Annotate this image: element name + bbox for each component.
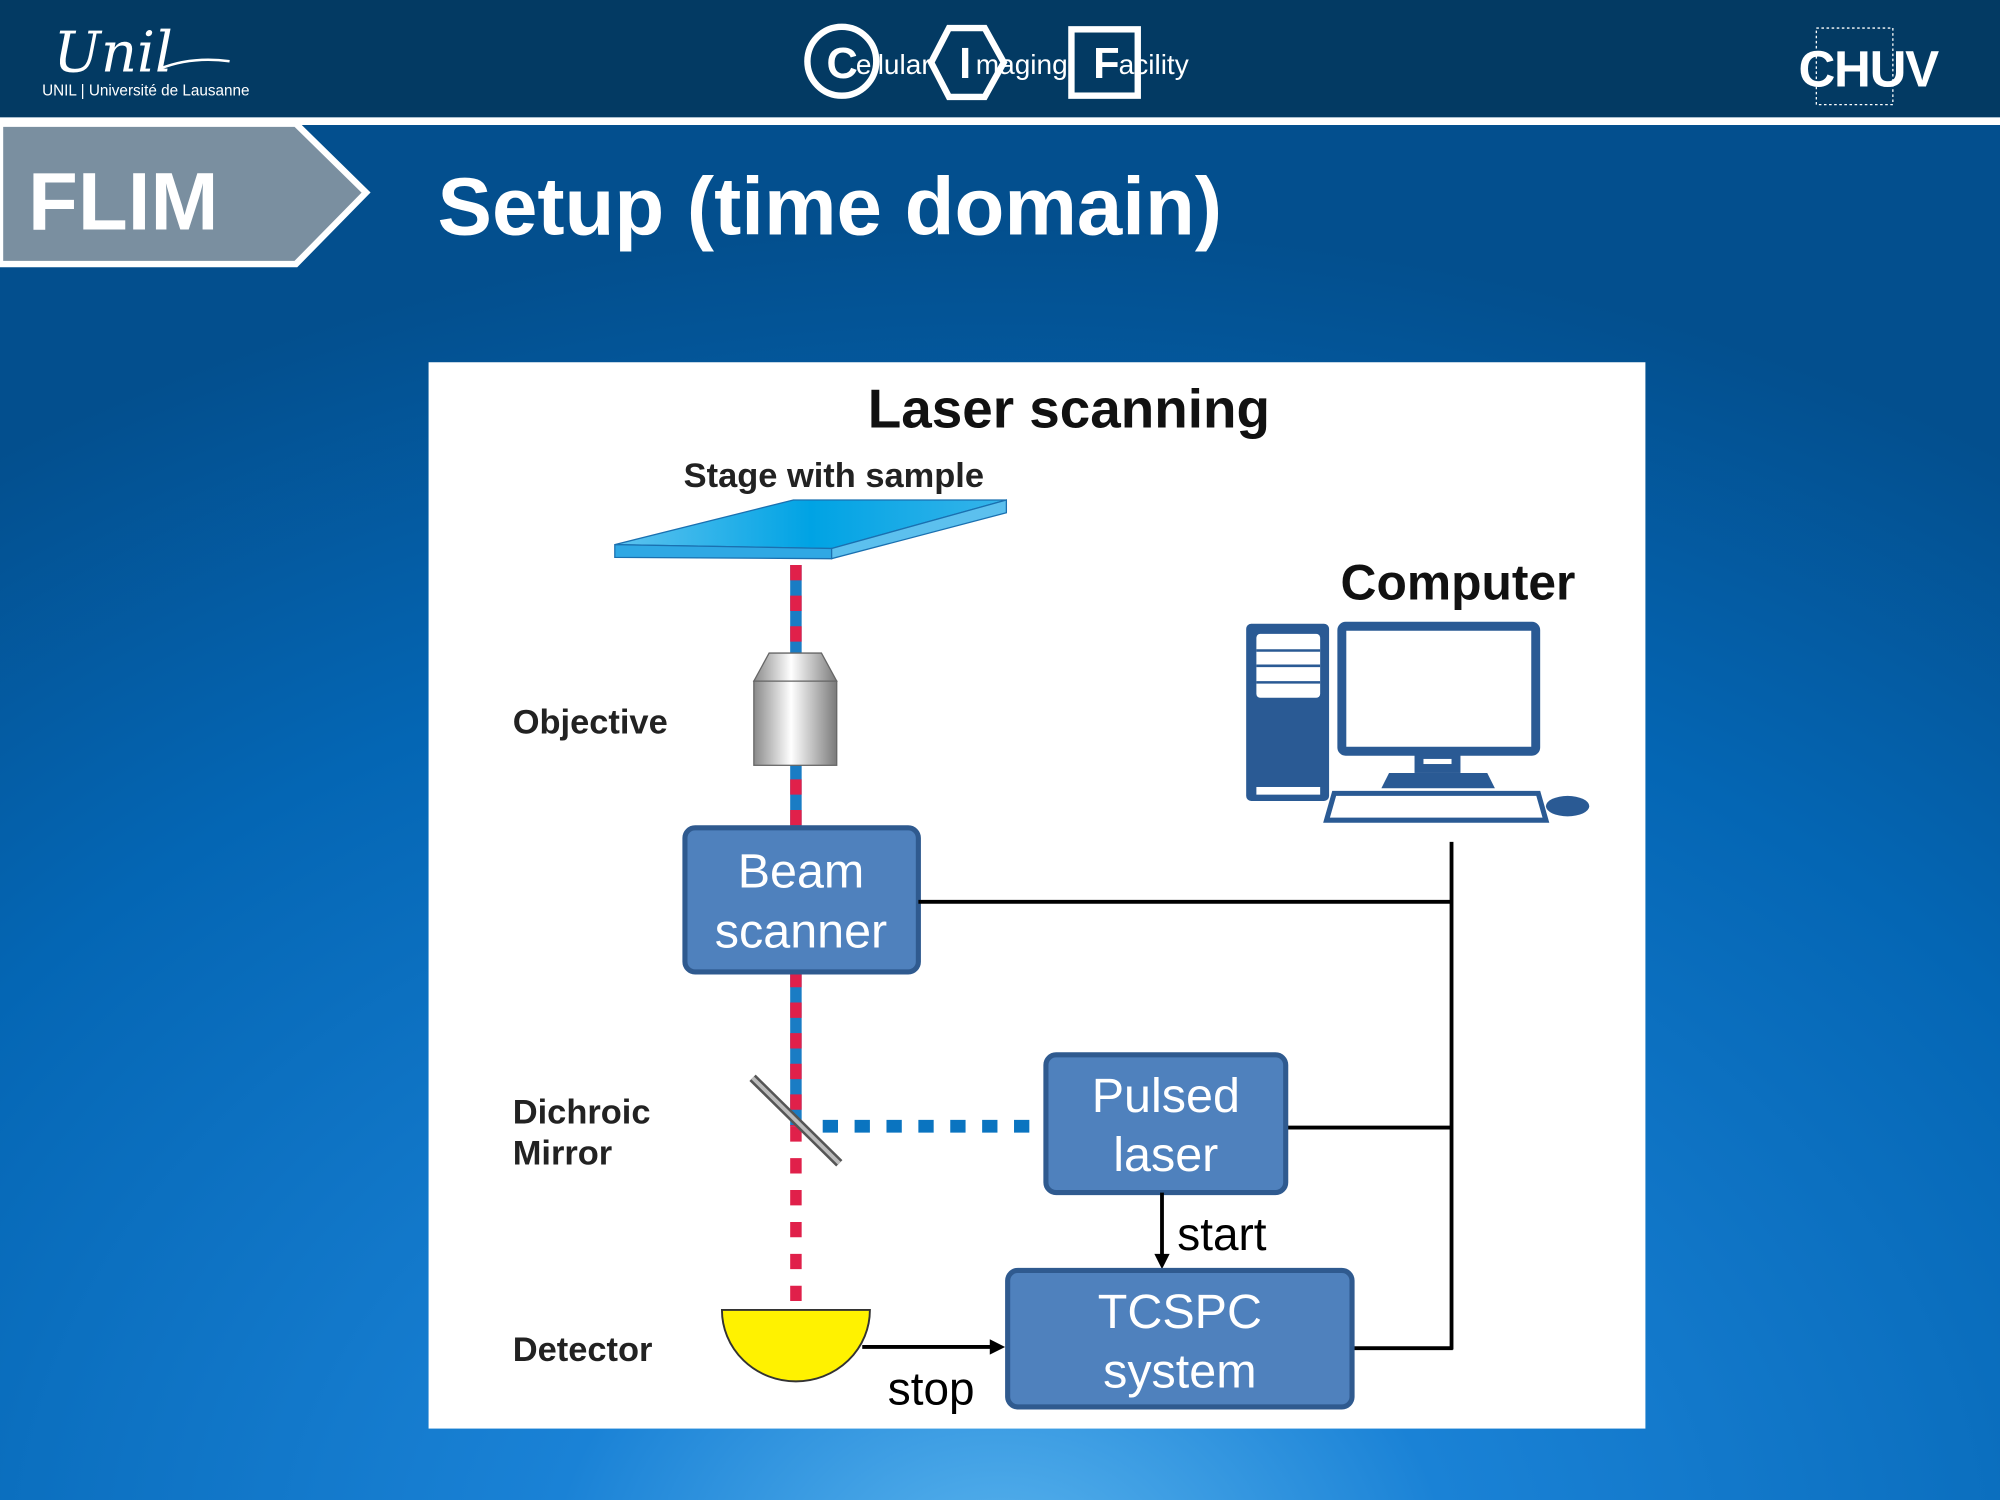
stop-arrow bbox=[862, 1339, 1006, 1355]
cif-f: F bbox=[1093, 40, 1120, 88]
objective-icon bbox=[752, 652, 838, 766]
computer-label: Computer bbox=[1341, 554, 1576, 610]
section-label: FLIM bbox=[28, 157, 218, 248]
chuv-logo[interactable]: CHUV bbox=[1798, 27, 1940, 106]
dichroic-mirror-highlight bbox=[751, 1076, 841, 1165]
tcspc-label-2: system bbox=[1103, 1345, 1256, 1399]
slide-title: Setup (time domain) bbox=[438, 162, 1223, 253]
tcspc-box[interactable]: TCSPC system bbox=[1005, 1267, 1355, 1410]
tcspc-label-1: TCSPC bbox=[1098, 1285, 1262, 1339]
unil-script: Unil bbox=[54, 20, 173, 85]
cif-circle-icon bbox=[804, 23, 880, 99]
cif-c-rest: ellular bbox=[856, 49, 931, 80]
dichroic-label-2: Mirror bbox=[513, 1135, 612, 1173]
cif-logo[interactable]: C ellular I maging F acility bbox=[804, 23, 1189, 101]
pulsed-laser-box[interactable]: Pulsed laser bbox=[1043, 1052, 1289, 1196]
section-tab bbox=[0, 120, 371, 268]
pulsed-laser-label-1: Pulsed bbox=[1092, 1069, 1240, 1123]
header-divider bbox=[0, 117, 2000, 125]
pulsed-laser-label-2: laser bbox=[1113, 1128, 1218, 1182]
start-arrow bbox=[1154, 1192, 1170, 1270]
chuv-cross-hatch bbox=[1815, 27, 1894, 106]
start-label: start bbox=[1177, 1208, 1267, 1260]
computer-bus-lines bbox=[918, 841, 1454, 1351]
stage-icon bbox=[614, 499, 1008, 560]
stage-label: Stage with sample bbox=[684, 457, 984, 495]
chuv-text: CHUV bbox=[1798, 41, 1939, 98]
unil-swash bbox=[158, 58, 230, 71]
dichroic-label-1: Dichroic bbox=[513, 1094, 651, 1132]
stop-label: stop bbox=[888, 1362, 975, 1414]
beam-scanner-label-2: scanner bbox=[715, 905, 887, 959]
cif-hexagon-icon bbox=[927, 24, 1008, 101]
computer-icon[interactable] bbox=[1246, 621, 1590, 823]
detector-icon bbox=[720, 1308, 871, 1383]
beam-scanner-box[interactable]: Beam scanner bbox=[682, 825, 921, 975]
cif-i-rest: maging bbox=[976, 49, 1068, 80]
beam-scanner-label-1: Beam bbox=[738, 845, 865, 899]
cif-f-rest: acility bbox=[1119, 49, 1189, 80]
cif-c: C bbox=[827, 40, 858, 88]
unil-caption: UNIL | Université de Lausanne bbox=[42, 83, 249, 100]
unil-logo[interactable]: Unil UNIL | Université de Lausanne bbox=[42, 20, 249, 99]
detector-label: Detector bbox=[513, 1331, 653, 1369]
objective-label: Objective bbox=[513, 703, 668, 741]
cif-square-icon bbox=[1068, 26, 1141, 99]
cif-i: I bbox=[959, 40, 971, 88]
diagram-title: Laser scanning bbox=[868, 377, 1270, 439]
